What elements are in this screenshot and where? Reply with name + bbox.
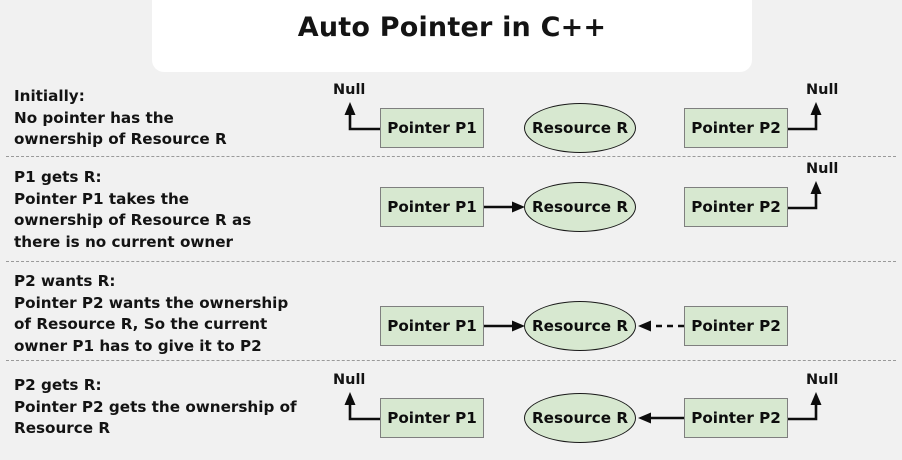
node-label: Resource R — [531, 119, 629, 137]
node-resource-r-row2[interactable]: Resource R — [524, 182, 636, 232]
node-pointer-p1-row3[interactable]: Pointer P1 — [380, 306, 484, 346]
null-label-left-row1: Null — [333, 82, 366, 98]
node-label: Pointer P1 — [387, 409, 477, 427]
node-resource-r-row1[interactable]: Resource R — [524, 103, 636, 153]
title-card: Auto Pointer in C++ — [152, 0, 752, 72]
node-pointer-p2-row3[interactable]: Pointer P2 — [684, 306, 788, 346]
arrow-p2-to-resource-row4 — [638, 412, 684, 424]
null-connector-right-row1 — [788, 102, 822, 131]
page-title: Auto Pointer in C++ — [297, 12, 607, 43]
row-description-p1-gets-r: P1 gets R: Pointer P1 takes the ownershi… — [14, 168, 252, 251]
node-label: Pointer P2 — [691, 409, 781, 427]
node-label: Pointer P2 — [691, 119, 781, 137]
null-connector-right-row4 — [788, 392, 822, 421]
node-label: Pointer P1 — [387, 119, 477, 137]
node-pointer-p1-row2[interactable]: Pointer P1 — [380, 187, 484, 227]
node-pointer-p1-row4[interactable]: Pointer P1 — [380, 398, 484, 438]
node-label: Pointer P1 — [387, 198, 477, 216]
node-resource-r-row3[interactable]: Resource R — [524, 301, 636, 351]
node-resource-r-row4[interactable]: Resource R — [524, 393, 636, 443]
arrow-p2-to-resource-row3-dashed — [638, 320, 684, 332]
row-divider-1 — [6, 156, 896, 157]
row-description-p2-gets-r: P2 gets R: Pointer P2 gets the ownership… — [14, 376, 297, 437]
node-label: Pointer P2 — [691, 198, 781, 216]
null-connector-right-row2 — [788, 181, 822, 210]
arrow-p1-to-resource-row3 — [484, 320, 525, 332]
node-label: Resource R — [531, 317, 629, 335]
node-label: Resource R — [531, 409, 629, 427]
null-label-right-row2: Null — [806, 161, 839, 177]
node-pointer-p2-row2[interactable]: Pointer P2 — [684, 187, 788, 227]
null-connector-left-row1 — [344, 102, 388, 131]
row-divider-2 — [6, 261, 896, 262]
row-divider-3 — [6, 360, 896, 361]
arrow-p1-to-resource-row2 — [484, 201, 525, 213]
node-label: Resource R — [531, 198, 629, 216]
null-label-right-row1: Null — [806, 82, 839, 98]
null-connector-left-row4 — [344, 392, 388, 421]
row-description-initially: Initially: No pointer has the ownership … — [14, 87, 227, 148]
node-label: Pointer P1 — [387, 317, 477, 335]
node-pointer-p2-row1[interactable]: Pointer P2 — [684, 108, 788, 148]
node-pointer-p1-row1[interactable]: Pointer P1 — [380, 108, 484, 148]
node-pointer-p2-row4[interactable]: Pointer P2 — [684, 398, 788, 438]
node-label: Pointer P2 — [691, 317, 781, 335]
null-label-left-row4: Null — [333, 372, 366, 388]
row-description-p2-wants-r: P2 wants R: Pointer P2 wants the ownersh… — [14, 272, 289, 355]
null-label-right-row4: Null — [806, 372, 839, 388]
